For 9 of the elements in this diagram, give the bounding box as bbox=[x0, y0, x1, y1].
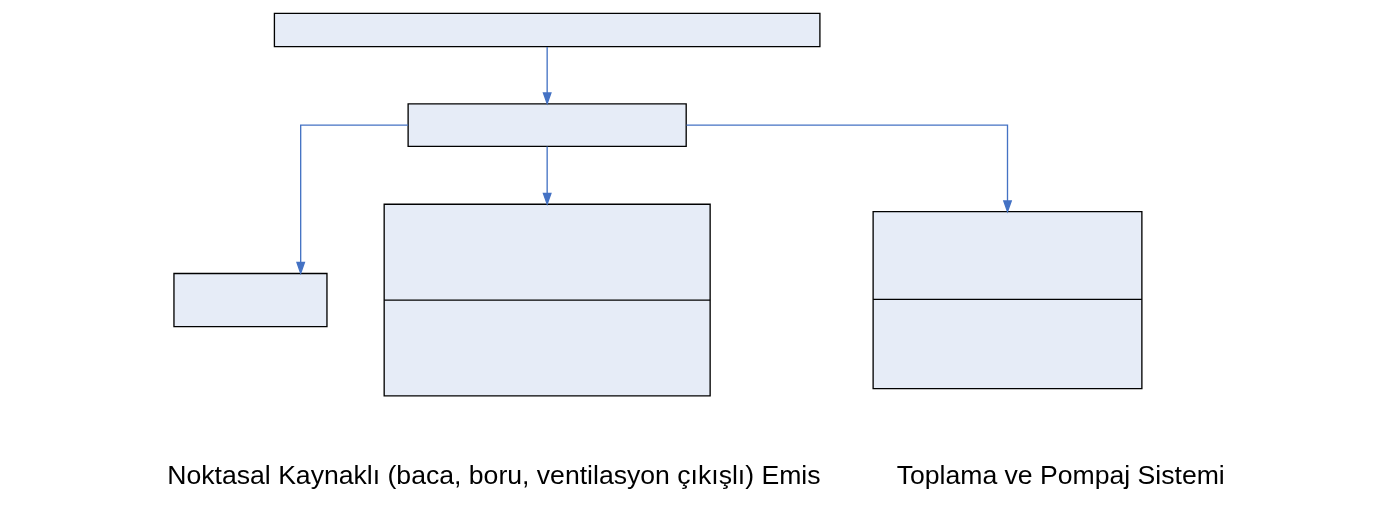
arrow bbox=[685, 124, 1013, 214]
node-box bbox=[173, 272, 328, 328]
node-box bbox=[407, 103, 687, 148]
label: Toplama ve Pompaj Sistemi bbox=[896, 460, 1225, 491]
label: Noktasal Kaynaklı (baca, boru, ventilasyon çıkışlı) Emis bbox=[167, 460, 821, 491]
arrow bbox=[542, 145, 552, 207]
arrow bbox=[542, 46, 552, 106]
node-box bbox=[273, 12, 821, 48]
arrow bbox=[296, 124, 409, 276]
